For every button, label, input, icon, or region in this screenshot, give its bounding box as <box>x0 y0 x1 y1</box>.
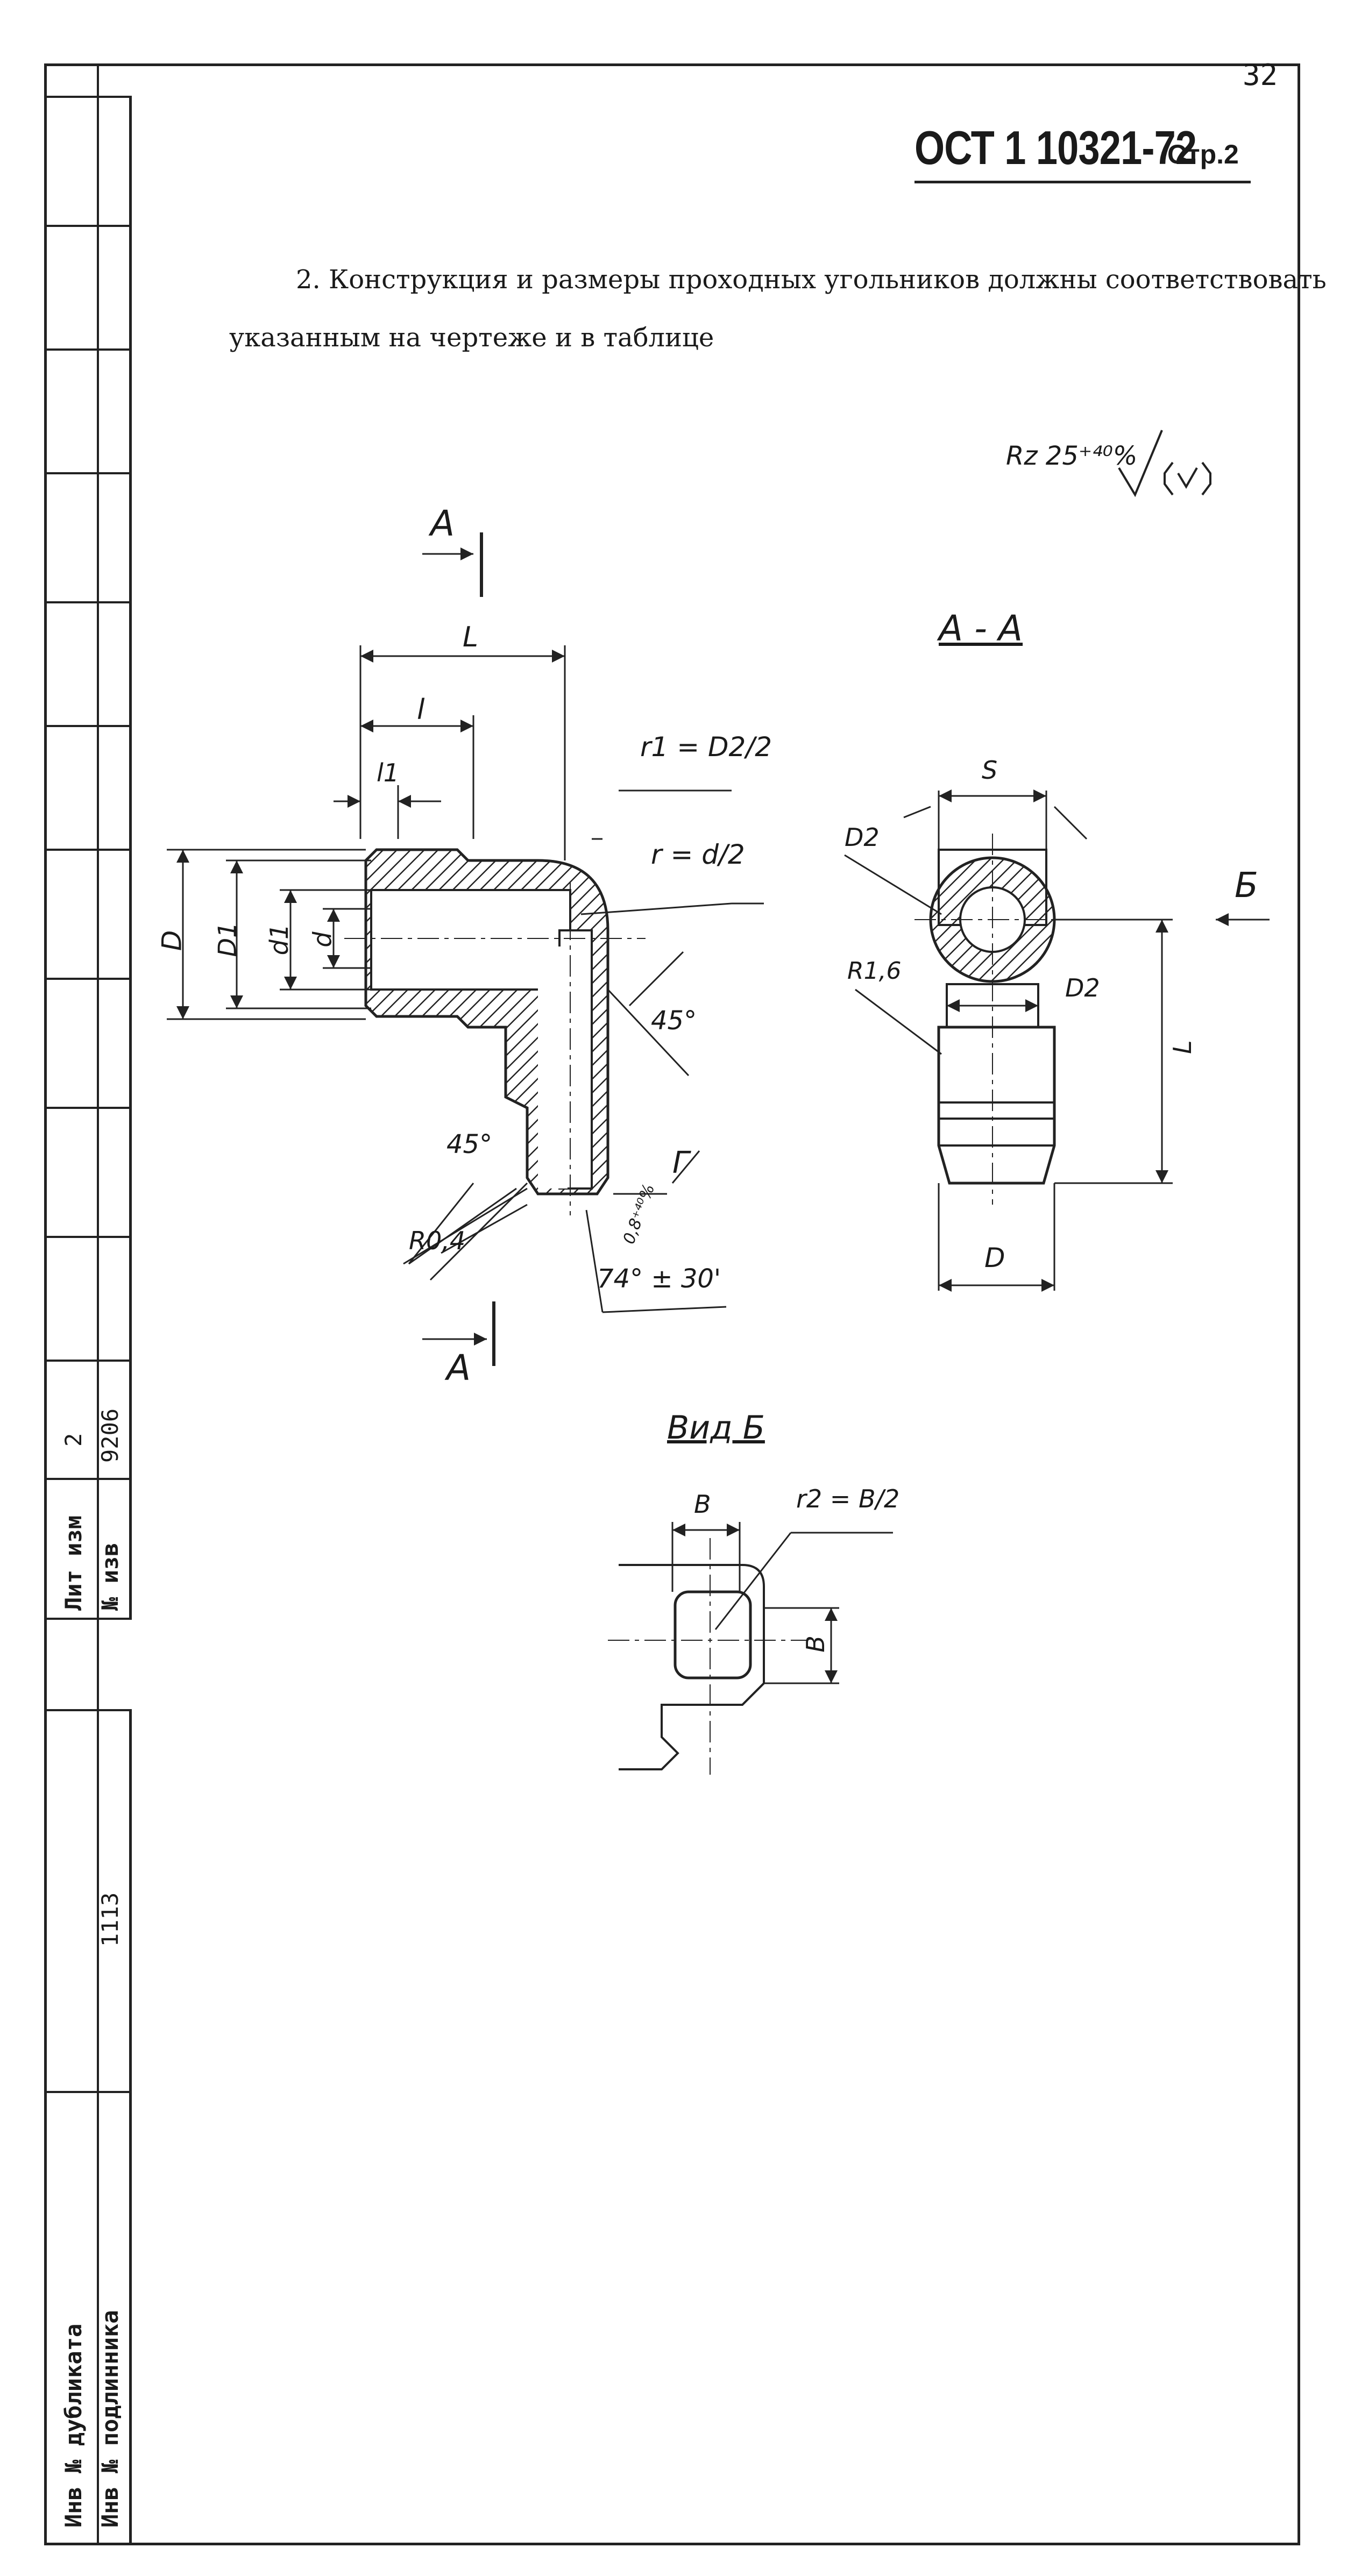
document-code: ОСТ 1 10321-72 <box>914 121 1197 174</box>
dim-L-main: L <box>463 621 478 653</box>
roughness-label: Rz 25⁺⁴⁰% <box>1006 441 1138 471</box>
dim-D1: D1 <box>212 922 242 957</box>
view-b <box>608 1538 807 1775</box>
page-label: Стр.2 <box>1167 139 1239 169</box>
dim-d1: d1 <box>265 923 294 956</box>
dim-S: S <box>982 756 998 785</box>
radius-r04: R0,4 <box>409 1226 466 1255</box>
arrow-b-label: Б <box>1235 866 1258 906</box>
angle-74: 74° ± 30' <box>597 1264 721 1294</box>
formula-r: r = d/2 <box>651 839 745 870</box>
dim-D-main: D <box>156 930 188 951</box>
view-b-title: Вид Б <box>667 1409 765 1447</box>
paragraph-line-2: указанным на чертеже и в таблице <box>229 323 714 353</box>
section-aa-view <box>914 834 1076 1205</box>
section-aa-title: А - А <box>939 608 1023 649</box>
formula-r2: r2 = B/2 <box>796 1484 900 1513</box>
strip-border-upper <box>129 97 132 1619</box>
section-a-top-label: А <box>430 503 455 544</box>
dim-l: l <box>417 694 425 726</box>
formula-r1: r1 = D2/2 <box>640 731 772 763</box>
dim-B-side: B <box>800 1635 830 1653</box>
dim-D2-aa: D2 <box>845 823 880 852</box>
dim-B-top: B <box>694 1490 711 1519</box>
strip-border-lower <box>129 1710 132 2545</box>
page-number: 32 <box>1243 58 1278 92</box>
dim-L-aa: L <box>1167 1040 1197 1054</box>
paragraph-line-1: 2. Конструкция и размеры проходных уголь… <box>296 265 1327 295</box>
page-frame <box>44 63 1300 2545</box>
dim-l1: l1 <box>377 758 400 787</box>
gamma-label: Г <box>672 1145 690 1180</box>
roughness-symbol <box>1118 430 1211 497</box>
elbow-main-view <box>344 848 646 1215</box>
angle-45-left: 45° <box>446 1129 493 1159</box>
strip-divider <box>97 63 99 2545</box>
dim-d: d <box>308 931 337 948</box>
section-a-bottom-label: А <box>446 1347 471 1389</box>
dim-D2-side: D2 <box>1065 973 1100 1002</box>
document-code-underline <box>914 181 1251 183</box>
dim-D-aa: D <box>984 1242 1005 1273</box>
radius-r16: R1,6 <box>847 957 902 985</box>
angle-45-right: 45° <box>651 1006 697 1036</box>
